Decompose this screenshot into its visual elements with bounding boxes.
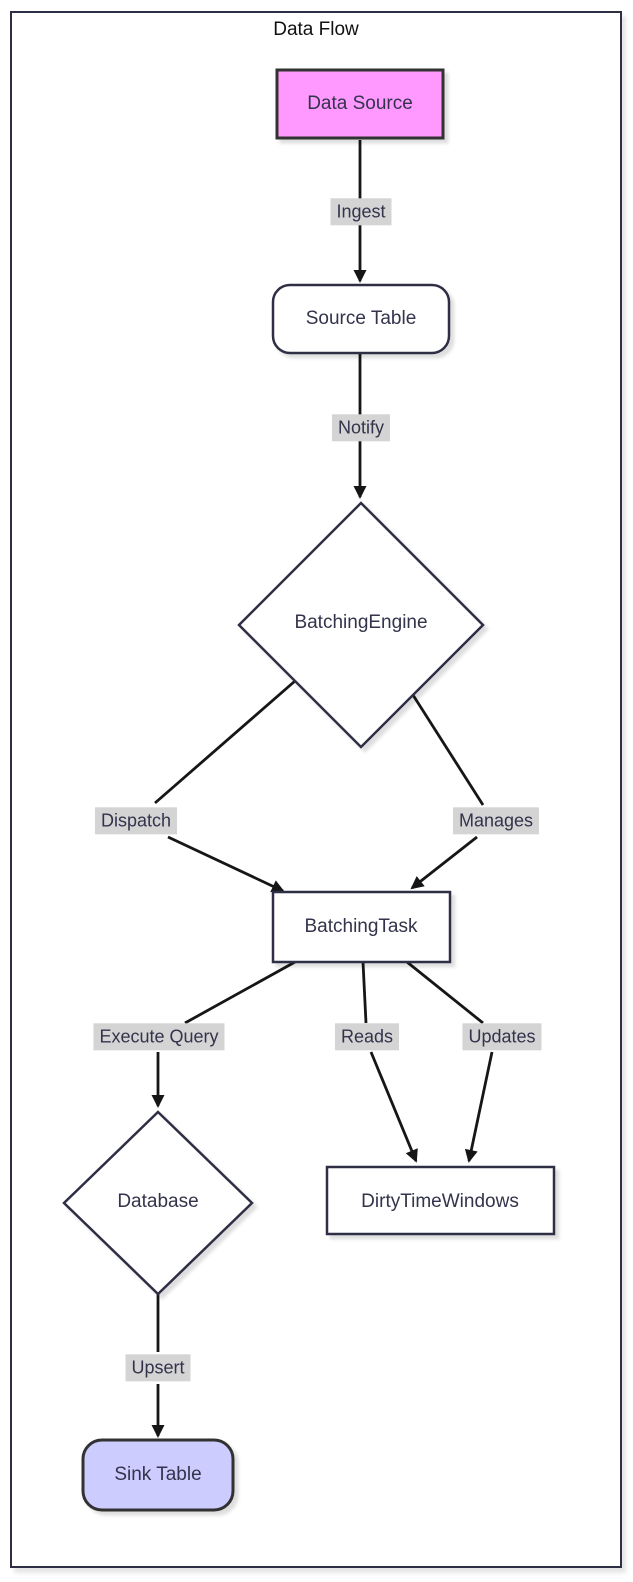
edge-manages-segment-2 — [410, 835, 478, 890]
node-database-shape — [62, 1110, 254, 1296]
node-data-source-label: Data Source — [307, 93, 413, 114]
edge-reads-segment-2 — [369, 1051, 418, 1163]
edge-label-manages: Manages — [452, 807, 540, 835]
node-batching-task-shape — [271, 890, 452, 964]
edge-label-dispatch: Dispatch — [94, 807, 178, 835]
node-sink-table-label: Sink Table — [114, 1464, 202, 1485]
edge-updates-segment-1 — [406, 960, 484, 1025]
edge-updates-segment-2 — [464, 1051, 494, 1163]
edge-execute-query-segment-1 — [184, 960, 296, 1025]
edges — [151, 140, 494, 1438]
node-dirty-time-windows-shape — [325, 1165, 556, 1236]
node-sink-table-shape — [81, 1438, 235, 1512]
diagram-title: Data Flow — [273, 19, 359, 40]
node-data-source-shape — [275, 68, 445, 140]
edge-label-upsert: Upsert — [125, 1354, 191, 1382]
node-batching-engine-shape — [237, 501, 485, 749]
diagram-frame — [10, 11, 622, 1568]
node-batching-engine-label: BatchingEngine — [294, 612, 428, 633]
edge-label-notify: Notify — [331, 414, 391, 442]
edge-label-ingest: Ingest — [330, 198, 392, 226]
nodes — [62, 68, 556, 1512]
edge-reads-segment-1 — [361, 961, 368, 1024]
node-source-table-shape — [271, 283, 451, 355]
edge-label-updates: Updates — [462, 1023, 542, 1051]
edge-manages-segment-1 — [411, 694, 485, 806]
edge-dispatch-segment-2 — [167, 835, 285, 893]
edge-label-execute-query: Execute Query — [93, 1023, 225, 1051]
node-source-table-label: Source Table — [305, 308, 417, 329]
node-dirty-time-windows-label: DirtyTimeWindows — [361, 1191, 519, 1212]
node-batching-task-label: BatchingTask — [304, 916, 418, 937]
edge-label-reads: Reads — [334, 1023, 400, 1051]
node-database-label: Database — [117, 1191, 199, 1212]
edge-dispatch-segment-1 — [154, 679, 296, 805]
